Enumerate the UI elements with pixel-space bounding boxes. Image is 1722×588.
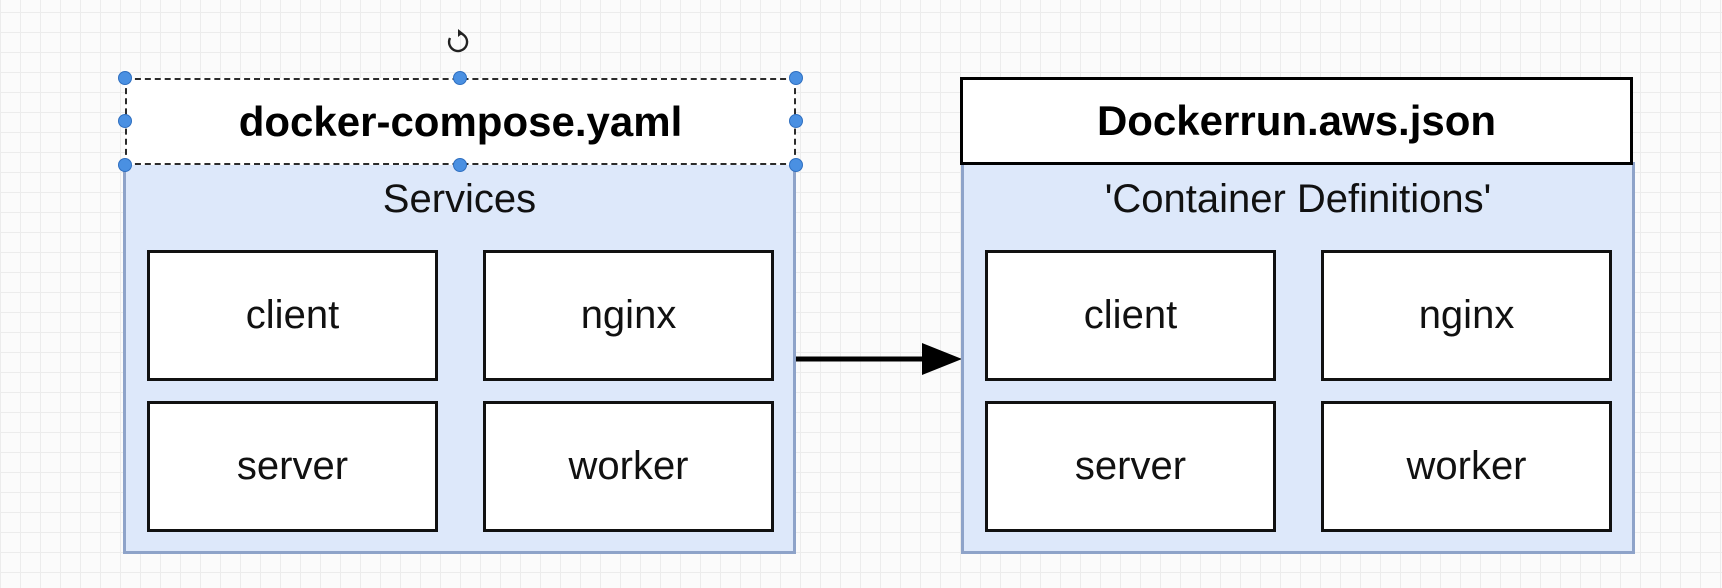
service-nginx[interactable]: nginx [483, 250, 774, 381]
definition-nginx[interactable]: nginx [1321, 250, 1612, 381]
selection-handle-middle-right[interactable] [789, 114, 803, 128]
arrow-right-icon[interactable] [796, 338, 964, 380]
service-client[interactable]: client [147, 250, 438, 381]
selection-handle-bottom-right[interactable] [789, 158, 803, 172]
group-label-container-definitions: 'Container Definitions' [1104, 177, 1492, 221]
definition-client[interactable]: client [985, 250, 1276, 381]
selection-handle-bottom-center[interactable] [453, 158, 467, 172]
dockerrun-title[interactable]: Dockerrun.aws.json [960, 77, 1633, 165]
service-worker[interactable]: worker [483, 401, 774, 532]
selection-handle-top-left[interactable] [118, 71, 132, 85]
selection-handle-bottom-left[interactable] [118, 158, 132, 172]
rotate-icon[interactable] [444, 28, 472, 56]
group-label-services: Services [382, 177, 537, 221]
service-server[interactable]: server [147, 401, 438, 532]
definition-server[interactable]: server [985, 401, 1276, 532]
selection-handle-middle-left[interactable] [118, 114, 132, 128]
selection-handle-top-center[interactable] [453, 71, 467, 85]
definition-worker[interactable]: worker [1321, 401, 1612, 532]
docker-compose-title[interactable]: docker-compose.yaml [125, 78, 796, 165]
selection-handle-top-right[interactable] [789, 71, 803, 85]
